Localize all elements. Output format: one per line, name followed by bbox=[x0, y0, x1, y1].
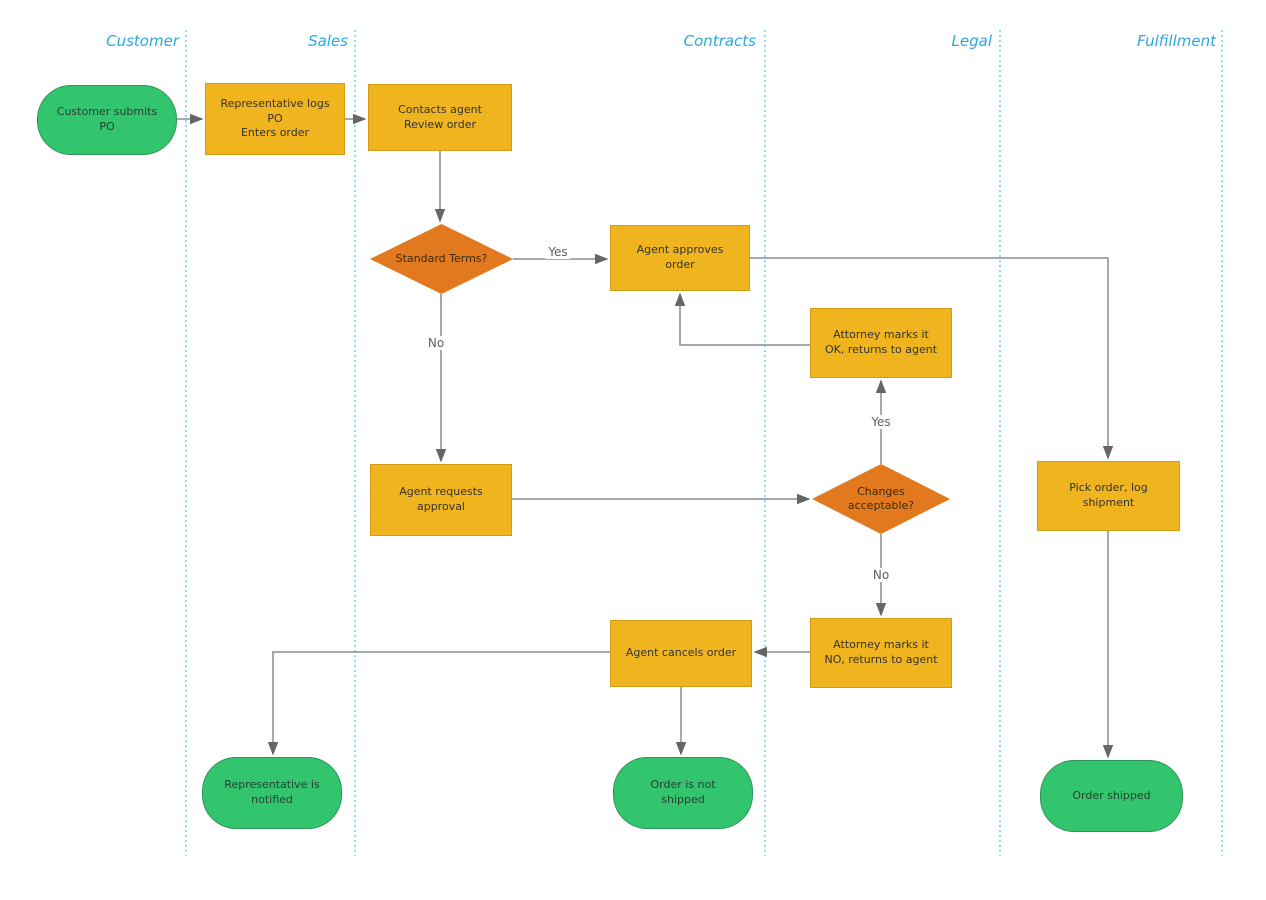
edge-label-changes-no: No bbox=[869, 568, 893, 582]
node-customer-submits-po: Customer submits PO bbox=[37, 85, 177, 155]
flow-connectors bbox=[177, 113, 1114, 759]
decision-label: Standard Terms? bbox=[395, 251, 488, 265]
edge-cancels-to-notified bbox=[267, 651, 610, 756]
node-agent-approves-order: Agent approves order bbox=[610, 225, 750, 291]
lane-header-sales: Sales bbox=[308, 32, 348, 50]
node-representative-logs-po: Representative logs PO Enters order bbox=[205, 83, 345, 155]
node-order-not-shipped: Order is not shipped bbox=[613, 757, 753, 829]
edge-label-standard-no: No bbox=[424, 336, 448, 350]
edge-label-changes-yes: Yes bbox=[868, 415, 894, 429]
node-contacts-agent: Contacts agent Review order bbox=[368, 84, 512, 151]
node-agent-requests-approval: Agent requests approval bbox=[370, 464, 512, 536]
edge-approves-to-pickorder bbox=[750, 257, 1114, 460]
node-attorney-marks-ok: Attorney marks it OK, returns to agent bbox=[810, 308, 952, 378]
node-representative-notified: Representative is notified bbox=[202, 757, 342, 829]
node-standard-terms-decision: Standard Terms? bbox=[370, 224, 513, 294]
edge-label-standard-yes: Yes bbox=[545, 245, 571, 259]
decision-label: Changes acceptable? bbox=[847, 484, 915, 512]
lane-header-contracts: Contracts bbox=[683, 32, 756, 50]
lane-header-customer: Customer bbox=[106, 32, 179, 50]
node-pick-order-log-shipment: Pick order, log shipment bbox=[1037, 461, 1180, 531]
node-changes-acceptable-decision: Changes acceptable? bbox=[812, 464, 950, 534]
node-agent-cancels-order: Agent cancels order bbox=[610, 620, 752, 687]
node-order-shipped: Order shipped bbox=[1040, 760, 1183, 832]
node-attorney-marks-no: Attorney marks it NO, returns to agent bbox=[810, 618, 952, 688]
lane-header-fulfillment: Fulfillment bbox=[1137, 32, 1216, 50]
edge-attorneyok-to-approves bbox=[674, 292, 810, 346]
lane-header-legal: Legal bbox=[951, 32, 992, 50]
